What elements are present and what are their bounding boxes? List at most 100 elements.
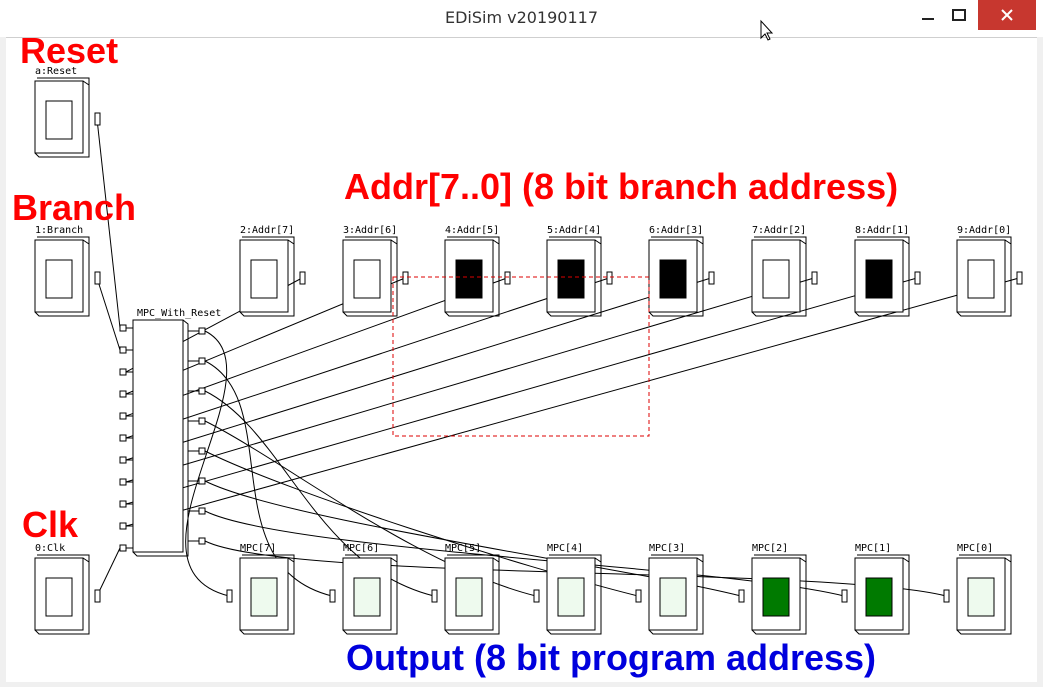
mpc-led-2-pin[interactable] xyxy=(431,589,438,603)
addr-switch-6[interactable]: 8:Addr[1] xyxy=(854,225,921,317)
addr-switch-7[interactable]: 9:Addr[0] xyxy=(956,225,1023,317)
addr-switch-3-bevel xyxy=(546,239,602,317)
addr-switch-1-pin[interactable] xyxy=(402,271,409,285)
chip-output-pin-1[interactable] xyxy=(198,357,206,365)
wire-mpc-0 xyxy=(185,330,230,597)
mpc-led-3[interactable]: MPC[4] xyxy=(533,543,602,635)
input-switch-2-shadow xyxy=(37,554,90,562)
chip-input-pin-1[interactable] xyxy=(119,346,127,354)
mpc-led-7-bevel xyxy=(956,557,1012,635)
input-switch-1-toggle[interactable] xyxy=(45,259,73,299)
addr-switch-4[interactable]: 6:Addr[3] xyxy=(648,225,715,317)
chip-output-pin-6[interactable] xyxy=(198,507,206,515)
mpc-led-3-pin[interactable] xyxy=(533,589,540,603)
addr-switch-7-toggle[interactable] xyxy=(967,259,995,299)
chip-input-pin-7[interactable] xyxy=(119,478,127,486)
addr-switch-2-pin[interactable] xyxy=(504,271,511,285)
addr-switch-5-shadow xyxy=(754,236,807,244)
annotation-branch: Branch xyxy=(12,187,136,228)
addr-switch-6-toggle[interactable] xyxy=(865,259,893,299)
mpc-led-7-pin[interactable] xyxy=(943,589,950,603)
input-switch-1-shadow xyxy=(37,236,90,244)
mpc-led-7[interactable]: MPC[0] xyxy=(943,543,1012,635)
input-switch-0-pin[interactable] xyxy=(94,112,101,126)
chip-input-pin-2[interactable] xyxy=(119,368,127,376)
addr-switch-7-bevel xyxy=(956,239,1012,317)
mpc-led-1[interactable]: MPC[6] xyxy=(329,543,398,635)
input-switch-1[interactable]: 1:Branch xyxy=(34,225,101,317)
addr-switch-0[interactable]: 2:Addr[7] xyxy=(239,225,306,317)
mpc-led-5[interactable]: MPC[2] xyxy=(738,543,807,635)
mpc-with-reset-chip[interactable]: MPC_With_Reset xyxy=(119,308,221,557)
chip-input-pin-3[interactable] xyxy=(119,390,127,398)
addr-switch-5[interactable]: 7:Addr[2] xyxy=(751,225,818,317)
mpc-led-1-pin[interactable] xyxy=(329,589,336,603)
mpc-led-5-pin[interactable] xyxy=(738,589,745,603)
mpc-led-7-shadow xyxy=(959,554,1012,562)
addr-switch-1-shadow xyxy=(345,236,398,244)
chip-input-pin-9[interactable] xyxy=(119,522,127,530)
title-bar: EDiSim v20190117 xyxy=(0,0,1043,37)
mpc-led-6-pin[interactable] xyxy=(841,589,848,603)
mpc-led-0-pin[interactable] xyxy=(226,589,233,603)
components: a:Reset 1:Branch 0:Clk 2:Addr[7] 3:Addr[6] 4:… xyxy=(34,66,1023,635)
mpc-led-5-led xyxy=(762,577,790,617)
chip-output-pin-7[interactable] xyxy=(198,537,206,545)
addr-switch-6-pin[interactable] xyxy=(914,271,921,285)
chip-output-pin-2[interactable] xyxy=(198,387,206,395)
wire-addr-3 xyxy=(125,277,610,439)
addr-switch-4-toggle[interactable] xyxy=(659,259,687,299)
mpc-led-0[interactable]: MPC[7] xyxy=(226,543,295,635)
addr-switch-5-pin[interactable] xyxy=(811,271,818,285)
mpc-led-5-label: MPC[2] xyxy=(752,543,788,554)
addr-switch-1-toggle[interactable] xyxy=(353,259,381,299)
chip-input-pin-4[interactable] xyxy=(119,412,127,420)
addr-switch-0-pin[interactable] xyxy=(299,271,306,285)
input-switch-1-pin[interactable] xyxy=(94,271,101,285)
minimize-button[interactable] xyxy=(905,0,951,30)
addr-switch-1[interactable]: 3:Addr[6] xyxy=(342,225,409,317)
chip-input-pin-10[interactable] xyxy=(119,544,127,552)
addr-switch-5-toggle[interactable] xyxy=(762,259,790,299)
annotation-reset: Reset xyxy=(20,30,118,71)
chip-output-pin-0[interactable] xyxy=(198,327,206,335)
addr-switch-3[interactable]: 5:Addr[4] xyxy=(546,225,613,317)
input-switch-0[interactable]: a:Reset xyxy=(34,66,101,158)
input-switch-2-toggle[interactable] xyxy=(45,577,73,617)
chip-output-pin-3[interactable] xyxy=(198,417,206,425)
addr-switch-7-pin[interactable] xyxy=(1016,271,1023,285)
chip-input-pin-6[interactable] xyxy=(119,456,127,464)
addr-switch-2[interactable]: 4:Addr[5] xyxy=(444,225,511,317)
mpc-led-6[interactable]: MPC[1] xyxy=(841,543,910,635)
mpc-led-4[interactable]: MPC[3] xyxy=(635,543,704,635)
wire-addr-7 xyxy=(125,277,1020,527)
chip-input-pin-8[interactable] xyxy=(119,500,127,508)
addr-switch-2-toggle[interactable] xyxy=(455,259,483,299)
mpc-led-4-pin[interactable] xyxy=(635,589,642,603)
addr-switch-3-shadow xyxy=(549,236,602,244)
maximize-button[interactable] xyxy=(936,0,982,30)
addr-switch-4-pin[interactable] xyxy=(708,271,715,285)
chip-output-pin-4[interactable] xyxy=(198,447,206,455)
chip-input-pin-5[interactable] xyxy=(119,434,127,442)
addr-switch-3-pin[interactable] xyxy=(606,271,613,285)
addr-switch-3-label: 5:Addr[4] xyxy=(547,225,601,236)
input-switch-2-bevel xyxy=(34,557,90,635)
addr-switch-0-toggle[interactable] xyxy=(250,259,278,299)
mpc-led-3-led xyxy=(557,577,585,617)
input-switch-2-pin[interactable] xyxy=(94,589,101,603)
chip-input-pin-0[interactable] xyxy=(119,324,127,332)
addr-switch-2-label: 4:Addr[5] xyxy=(445,225,499,236)
chip-output-pin-5[interactable] xyxy=(198,477,206,485)
chip-label: MPC_With_Reset xyxy=(137,308,221,319)
addr-switch-3-toggle[interactable] xyxy=(557,259,585,299)
addr-switch-6-label: 8:Addr[1] xyxy=(855,225,909,236)
mpc-led-2[interactable]: MPC[5] xyxy=(431,543,500,635)
input-switch-0-toggle[interactable] xyxy=(45,100,73,140)
close-button[interactable] xyxy=(978,0,1036,30)
input-switch-2[interactable]: 0:Clk xyxy=(34,543,101,635)
mpc-led-0-led xyxy=(250,577,278,617)
wire-branch xyxy=(96,277,121,351)
addr-switch-2-shadow xyxy=(447,236,500,244)
